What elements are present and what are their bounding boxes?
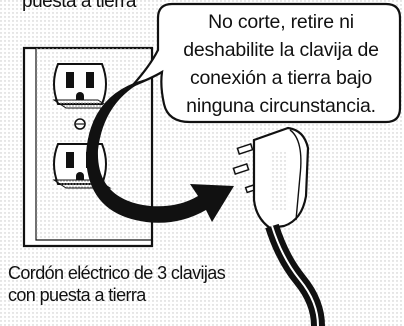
plug-icon <box>232 126 310 230</box>
cord-label-line: Cordón eléctrico de 3 clavijas <box>8 263 226 283</box>
warning-line: ninguna circunstancia. <box>186 95 376 117</box>
warning-bubble <box>131 2 402 124</box>
warning-line: conexión a tierra bajo <box>189 67 373 89</box>
warning-text: No corte, retire ni deshabilite la clavi… <box>163 8 399 120</box>
warning-line: No corte, retire ni <box>208 11 354 33</box>
cord-label-line: con puesta a tierra <box>8 285 146 305</box>
cord-label: Cordón eléctrico de 3 clavijas con puest… <box>8 262 226 306</box>
warning-line: deshabilite la clavija de <box>183 39 379 61</box>
top-label: puesta a tierra <box>22 0 136 12</box>
curved-arrow-icon <box>86 78 234 223</box>
outlet-receptacle-top <box>52 63 112 109</box>
